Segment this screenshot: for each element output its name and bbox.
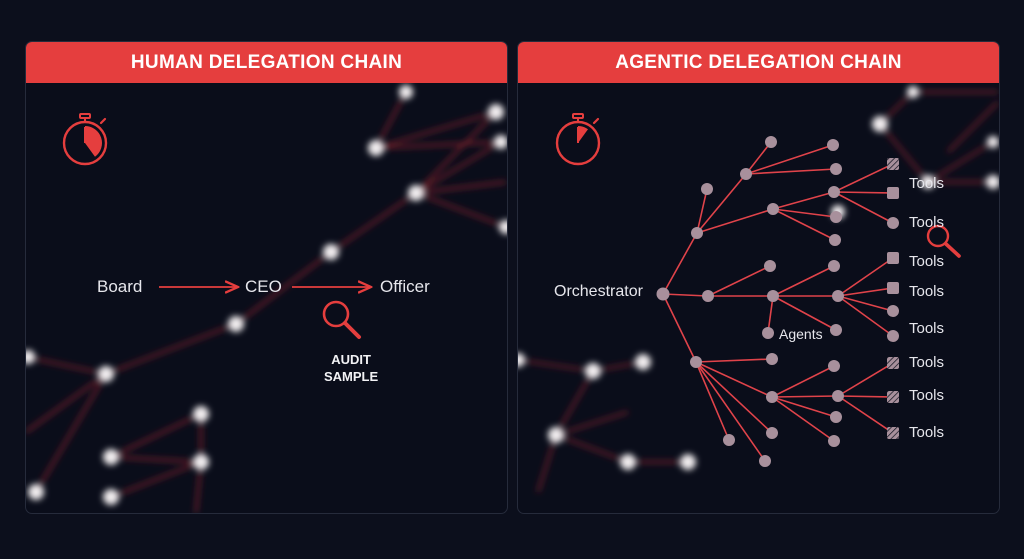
human-panel-title: HUMAN DELEGATION CHAIN <box>26 42 507 83</box>
tree-nodes <box>656 136 899 467</box>
orchestrator-label: Orchestrator <box>554 283 643 300</box>
magnifier-icon <box>926 224 961 258</box>
orchestrator-node <box>656 287 670 301</box>
tools-label: Tools <box>909 354 945 371</box>
tools-label: Tools <box>909 253 945 270</box>
human-background-network <box>26 85 507 513</box>
officer-label: Officer <box>380 277 430 296</box>
ceo-label: CEO <box>245 277 282 296</box>
tools-label: Tools <box>909 320 945 337</box>
tools-label: Tools <box>909 214 945 231</box>
agentic-panel-title: AGENTIC DELEGATION CHAIN <box>518 42 999 83</box>
tools-label: Tools <box>909 175 945 192</box>
tools-label: Tools <box>909 387 945 404</box>
tools-label: Tools <box>909 424 945 441</box>
audit-sample-label: AUDIT SAMPLE <box>324 352 379 384</box>
agentic-delegation-panel: AGENTIC DELEGATION CHAIN Orchestrator Ag… <box>517 41 1000 514</box>
board-label: Board <box>97 277 143 296</box>
stopwatch-icon <box>555 113 601 166</box>
stopwatch-icon <box>62 113 108 166</box>
tree-edges <box>662 141 894 462</box>
agents-label: Agents <box>779 326 823 342</box>
agentic-tree-diagram <box>518 86 999 493</box>
human-delegation-panel: HUMAN DELEGATION CHAIN Board CEO Officer… <box>25 41 508 514</box>
tool-square-icons <box>887 158 899 439</box>
tools-label: Tools <box>909 283 945 300</box>
magnifier-icon <box>322 300 361 339</box>
